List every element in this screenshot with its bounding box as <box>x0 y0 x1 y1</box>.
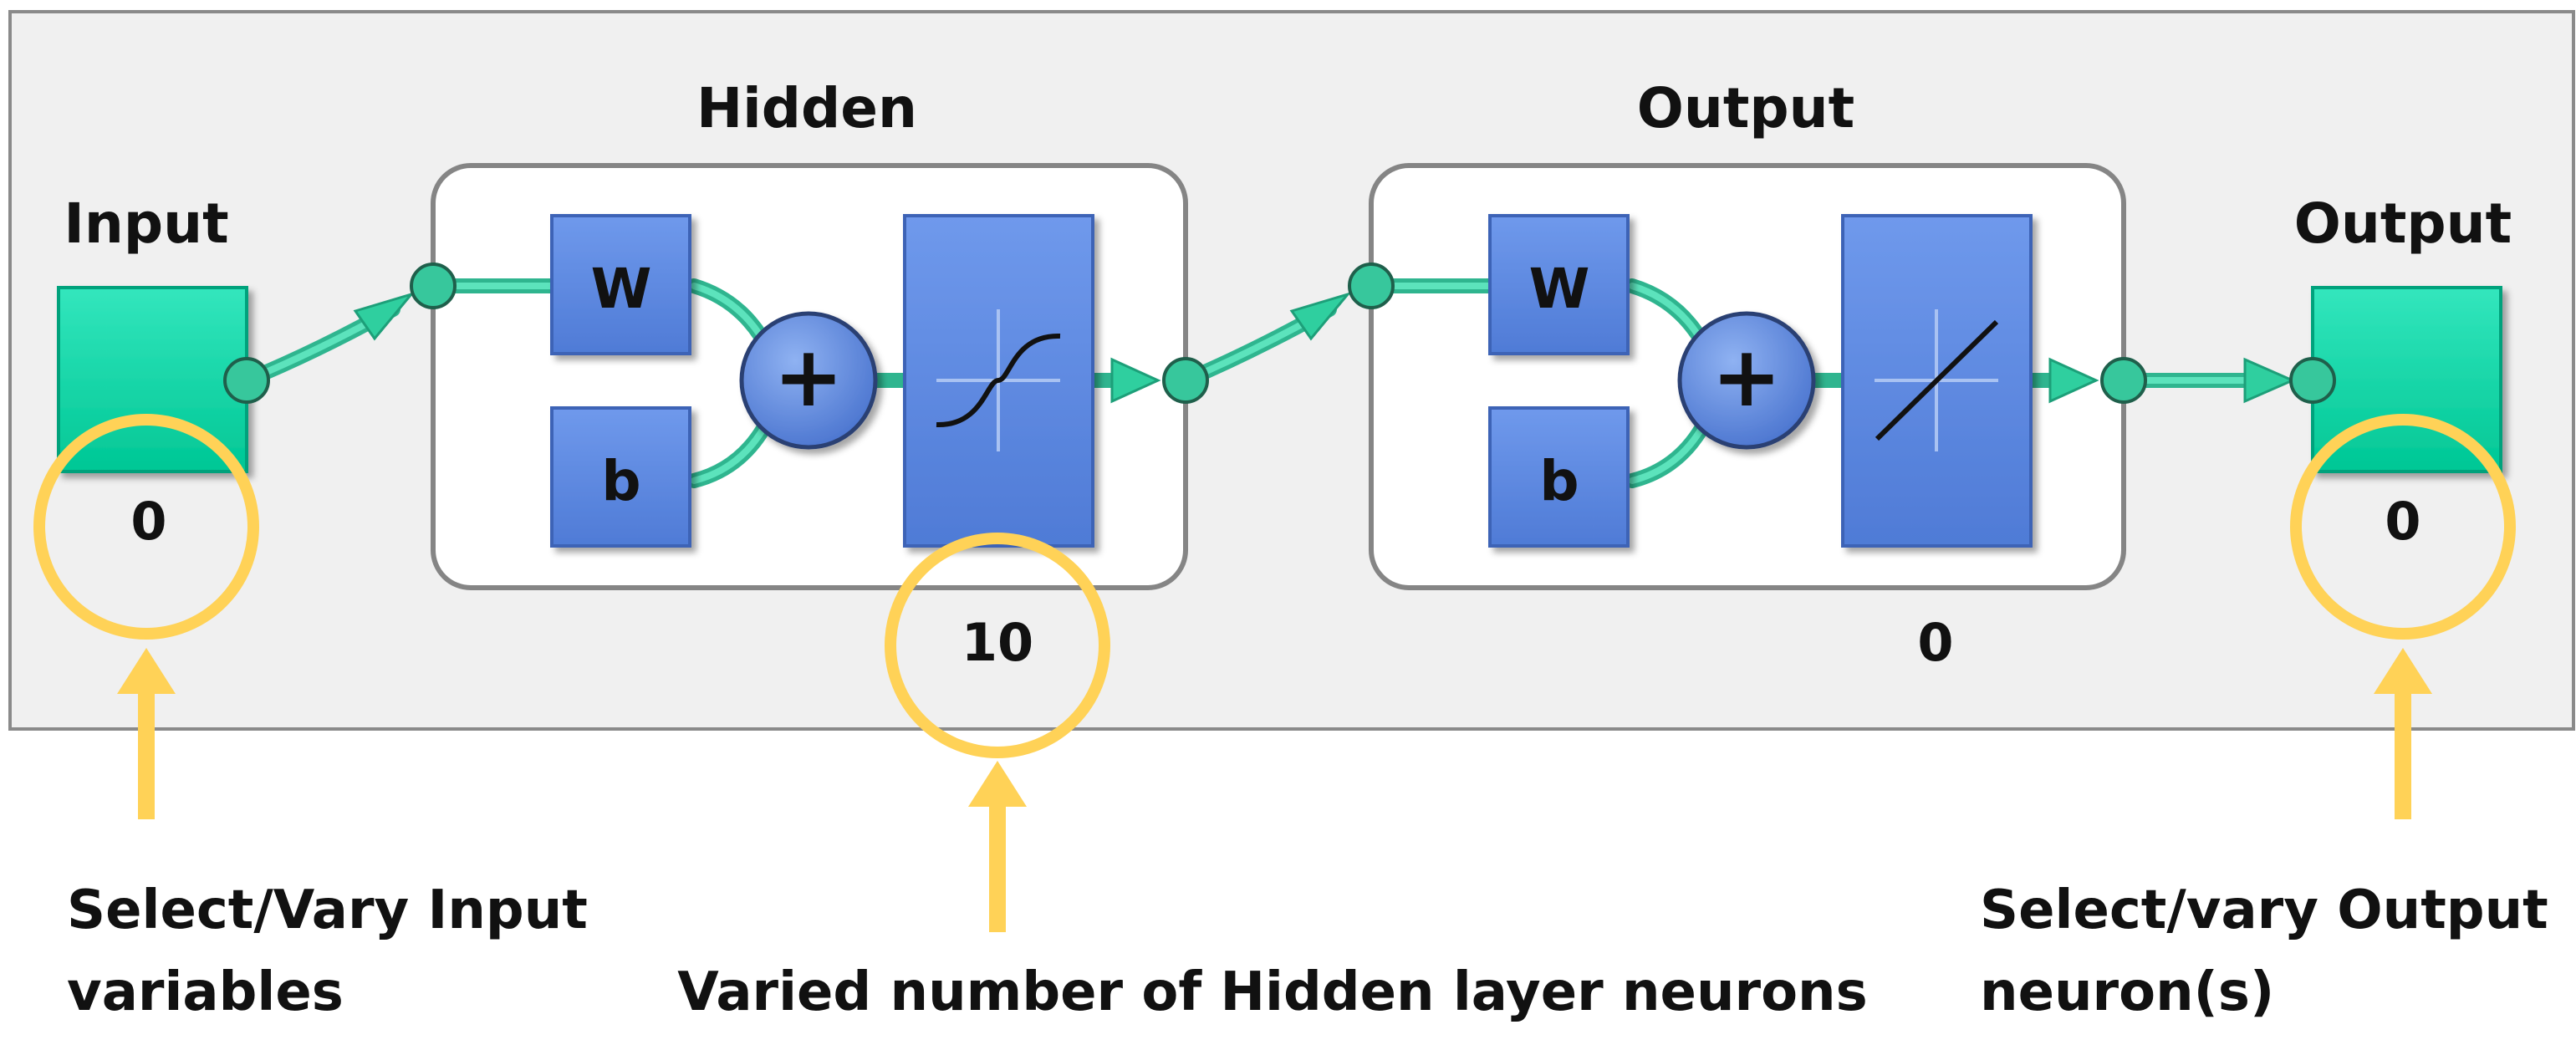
arrow-icon <box>2243 357 2296 404</box>
hidden-annotation: Varied number of Hidden layer neurons <box>677 961 1867 1023</box>
node-icon <box>2100 357 2147 404</box>
input-annotation-line1: Select/Vary Input <box>67 879 588 941</box>
output-size-value: 0 <box>2385 491 2420 552</box>
hidden-sum-icon <box>739 311 878 450</box>
input-highlight-circle <box>33 414 259 640</box>
hidden-sum-symbol: + <box>773 328 844 426</box>
up-arrow-icon <box>117 648 176 694</box>
output-highlight-circle <box>2290 414 2516 640</box>
diagram-panel <box>8 10 2575 731</box>
hidden-weight-block[interactable] <box>550 214 691 355</box>
hidden-bias-block[interactable] <box>550 406 691 548</box>
output-layer-size-value: 0 <box>1917 612 1953 673</box>
output-sum-icon <box>1677 311 1816 450</box>
annotation-arrows <box>117 648 2432 932</box>
node-icon <box>1162 357 1209 404</box>
arrow-icon <box>1110 357 1161 404</box>
hidden-highlight-circle <box>885 533 1110 758</box>
input-annotation-line2: variables <box>67 961 344 1023</box>
node-icon <box>1348 263 1395 309</box>
output-bias-block[interactable] <box>1488 406 1630 548</box>
input-title: Input <box>64 191 228 256</box>
up-arrow-icon <box>2374 648 2432 694</box>
arrowheads <box>353 292 2296 404</box>
sigmoid-icon <box>936 309 1061 451</box>
output-layer-title: Output <box>1637 76 1854 140</box>
input-size-value: 0 <box>130 491 166 552</box>
output-annotation-line1: Select/vary Output <box>1980 879 2548 941</box>
output-bias-label: b <box>1539 449 1579 513</box>
hidden-weight-label: W <box>591 257 652 321</box>
hidden-layer: W b + <box>550 214 1094 548</box>
hidden-size-value: 10 <box>962 612 1033 673</box>
output-weight-label: W <box>1529 257 1590 321</box>
output-annotation-line2: neuron(s) <box>1980 961 2274 1023</box>
arrow-icon <box>353 292 416 341</box>
highlights <box>33 414 2516 758</box>
node-icon <box>2289 357 2336 404</box>
up-arrow-icon <box>968 761 1027 807</box>
hidden-layer-title: Hidden <box>696 76 917 140</box>
output-sum-symbol: + <box>1711 328 1782 426</box>
node-icon <box>223 357 270 404</box>
linear-icon <box>1875 309 1999 451</box>
hidden-bias-label: b <box>601 449 640 513</box>
output-layer: W b + <box>1488 214 2033 548</box>
arrow-icon <box>1289 292 1352 341</box>
connection-nodes <box>223 263 2336 404</box>
arrow-icon <box>2048 357 2099 404</box>
output-title: Output <box>2294 191 2512 256</box>
output-weight-block[interactable] <box>1488 214 1630 355</box>
node-icon <box>410 263 457 309</box>
